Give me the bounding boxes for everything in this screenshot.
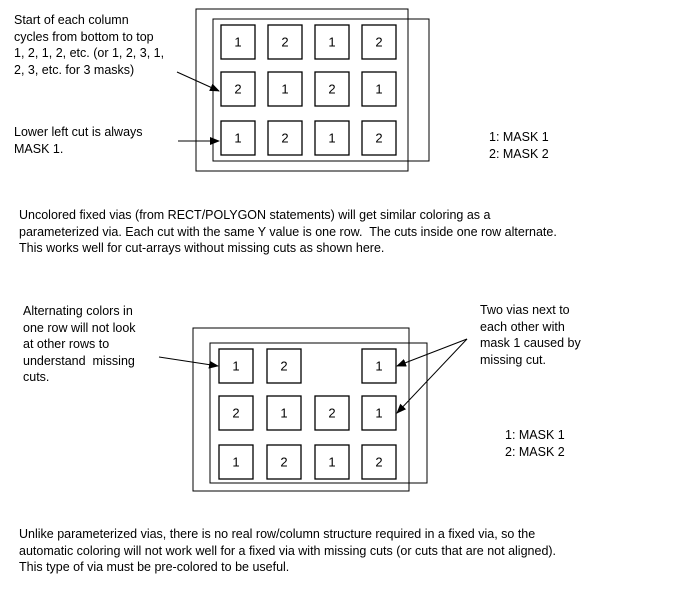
via-cut-mask-label: 1: [234, 131, 241, 146]
via-cut-mask-label: 1: [328, 455, 335, 470]
via-cut-square: [314, 120, 350, 156]
annotation-alternating-colors: Alternating colors in one row will not l…: [23, 304, 136, 384]
via-cut-mask-label: 2: [234, 82, 241, 97]
via-cut-mask-label: 1: [375, 359, 382, 374]
via-cut-square: [267, 120, 303, 156]
annotation-two-vias: Two vias next to each other with mask 1 …: [480, 303, 581, 367]
via-cut-square: [361, 395, 397, 431]
via-cut-square: [314, 71, 350, 107]
via-cut-square: [314, 395, 350, 431]
via-cut-square: [218, 395, 254, 431]
via-cut-square: [314, 444, 350, 480]
via-cut-mask-label: 2: [232, 406, 239, 421]
via-cut-mask-label: 2: [281, 131, 288, 146]
via-cut-square: [218, 444, 254, 480]
via-cut: 2: [267, 120, 303, 156]
via-cut-mask-label: 1: [328, 131, 335, 146]
via-cut-mask-label: 1: [328, 35, 335, 50]
figure1-metal-outline-a: [195, 8, 409, 172]
figure2-via: [192, 327, 428, 492]
via-cut-square: [361, 444, 397, 480]
via-cut-mask-label: 1: [375, 406, 382, 421]
via-cut-mask-label: 2: [375, 455, 382, 470]
via-cut: 2: [361, 444, 397, 480]
via-cut: 2: [267, 24, 303, 60]
via-cut: 1: [314, 120, 350, 156]
via-cut: 1: [361, 348, 397, 384]
via-cut: 2: [314, 71, 350, 107]
via-cut-square: [220, 24, 256, 60]
via-cut-mask-label: 1: [281, 82, 288, 97]
via-cut: 1: [218, 348, 254, 384]
via-cut: 1: [361, 395, 397, 431]
via-cut-square: [267, 24, 303, 60]
via-cut-mask-label: 2: [328, 82, 335, 97]
via-cut-square: [220, 120, 256, 156]
annotation-column-start: Start of each column cycles from bottom …: [14, 13, 165, 77]
paragraph-uncolored-fixed-vias: Uncolored fixed vias (from RECT/POLYGON …: [19, 208, 557, 255]
via-cut-mask-label: 2: [280, 359, 287, 374]
via-cut-square: [361, 348, 397, 384]
via-cut: 1: [314, 24, 350, 60]
via-cut: 1: [220, 120, 256, 156]
arrow-alternating: [158, 356, 219, 369]
figure2-metal-outline-a: [192, 327, 410, 492]
via-cut: 2: [361, 24, 397, 60]
via-cut-mask-label: 2: [281, 35, 288, 50]
via-cut: 1: [361, 71, 397, 107]
via-cut: 2: [218, 395, 254, 431]
via-cut: 2: [314, 395, 350, 431]
via-cut-mask-label: 2: [375, 35, 382, 50]
via-cut-square: [361, 120, 397, 156]
arrow-two-vias-bottom: [396, 338, 468, 414]
via-cut-mask-label: 2: [375, 131, 382, 146]
via-cut: 1: [314, 444, 350, 480]
figure2-metal-outline-b: [209, 342, 428, 484]
via-cut-square: [220, 71, 256, 107]
via-cut-mask-label: 1: [375, 82, 382, 97]
via-cut: 1: [267, 71, 303, 107]
via-cut-square: [266, 395, 302, 431]
arrow-column-start: [176, 71, 220, 92]
via-cut-mask-label: 2: [328, 406, 335, 421]
via-cut-square: [266, 348, 302, 384]
via-cut-mask-label: 1: [232, 455, 239, 470]
via-cut: 1: [266, 395, 302, 431]
via-cut-mask-label: 2: [280, 455, 287, 470]
annotation-lower-left: Lower left cut is always MASK 1.: [14, 125, 143, 156]
via-cut: 1: [218, 444, 254, 480]
via-cut-square: [361, 71, 397, 107]
via-cut-square: [267, 71, 303, 107]
via-cut: 2: [266, 348, 302, 384]
via-cut-mask-label: 1: [234, 35, 241, 50]
via-cut-mask-label: 1: [280, 406, 287, 421]
paragraph-unlike-parameterized: Unlike parameterized vias, there is no r…: [19, 527, 557, 574]
via-cut-mask-label: 1: [232, 359, 239, 374]
via-cut-square: [314, 24, 350, 60]
figure1-cut-array: 1 2 1 2 2 1 2 1 1 2 1 2: [220, 24, 397, 156]
via-cut-square: [266, 444, 302, 480]
via-cut: 2: [266, 444, 302, 480]
figure1-mask-legend: 1: MASK 1 2: MASK 2: [489, 130, 549, 161]
arrow-two-vias-top: [396, 338, 468, 367]
figure2-mask-legend: 1: MASK 1 2: MASK 2: [505, 428, 565, 459]
via-cut: 1: [220, 24, 256, 60]
via-cut: 2: [220, 71, 256, 107]
figure2-cut-array: 1 2 1 2 1 2 1 1 2 1 2: [218, 348, 397, 480]
via-cut-square: [361, 24, 397, 60]
via-cut: 2: [361, 120, 397, 156]
via-cut-square: [218, 348, 254, 384]
